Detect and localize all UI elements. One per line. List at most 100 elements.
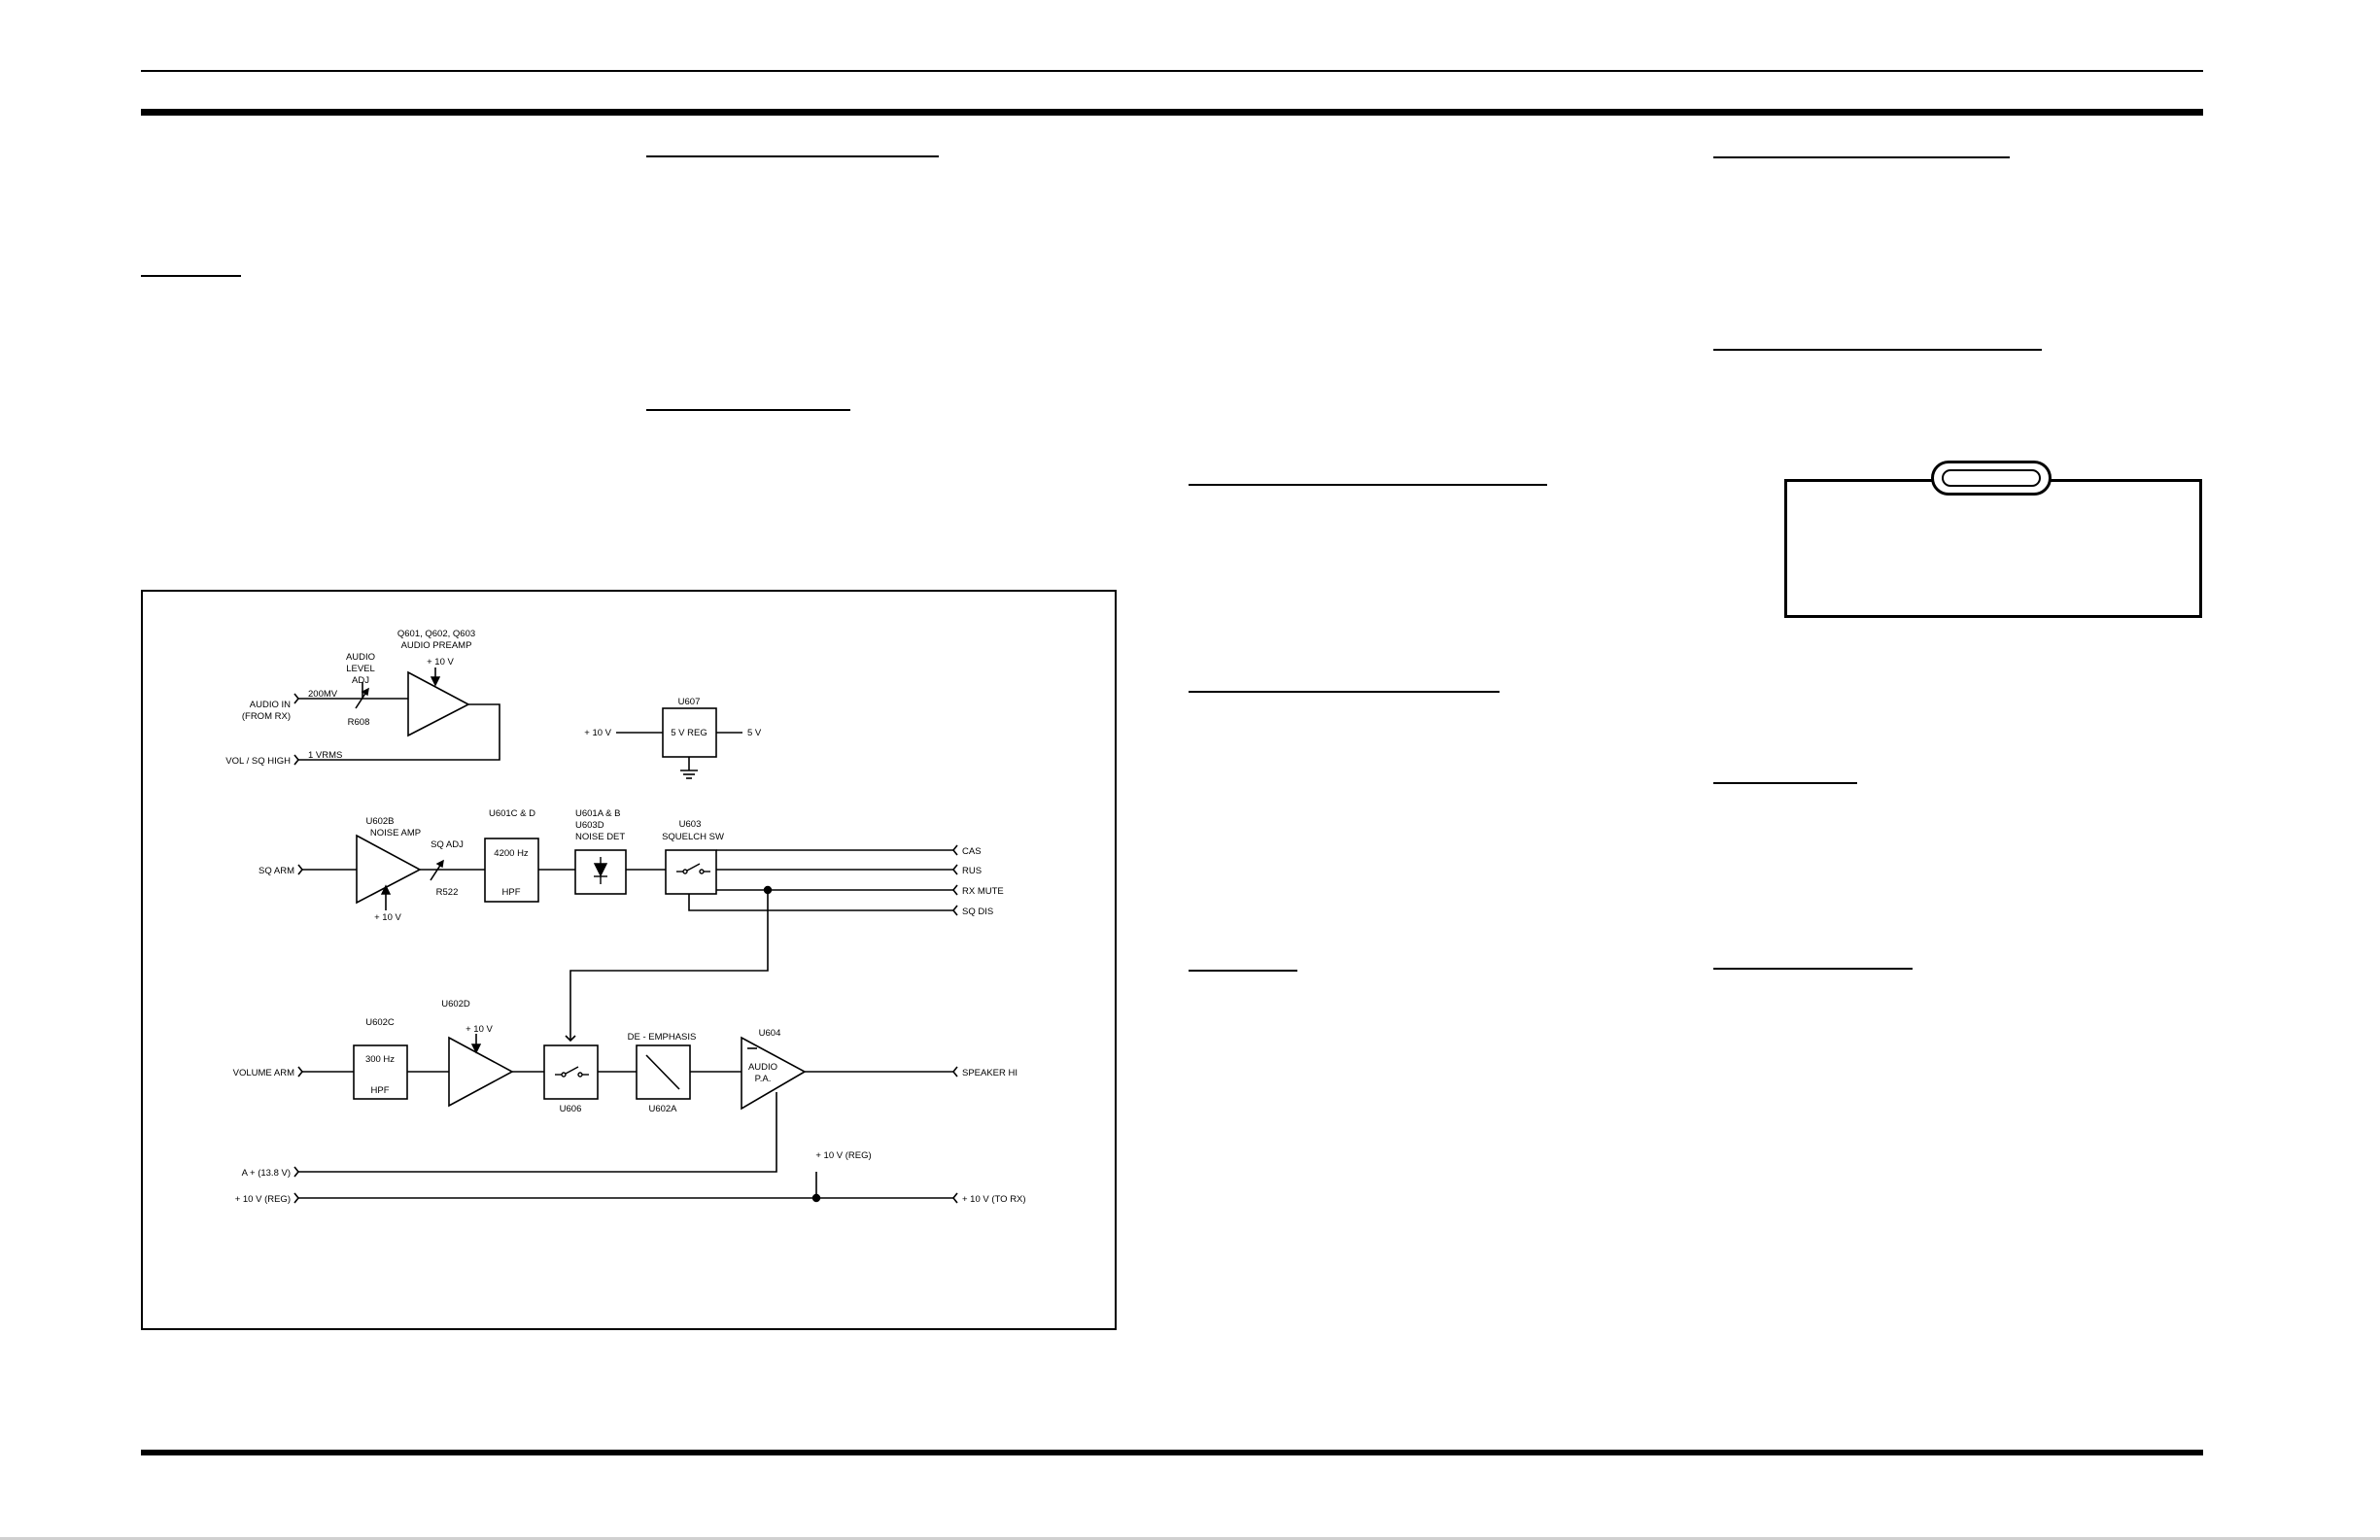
a-plus-arrow xyxy=(293,1166,300,1178)
noise-amp-name: NOISE AMP xyxy=(370,828,421,838)
audio-level-pot-arrowhead xyxy=(361,687,369,697)
hpf300-line1: 300 Hz xyxy=(365,1054,395,1065)
audio-in-arrow xyxy=(293,693,300,704)
heading-underline-col4-b xyxy=(1713,349,2042,351)
squelch-switch-contact-b xyxy=(699,869,705,874)
noise-det-diode xyxy=(593,863,608,877)
heading-underline-col3-c xyxy=(1189,970,1297,972)
preamp-feedback-wire xyxy=(298,703,500,761)
mute-control-arrow xyxy=(565,1035,576,1043)
rx-mute-arrow xyxy=(951,884,958,896)
buffer-ref: U602D xyxy=(441,999,470,1010)
mute-switch-ref: U606 xyxy=(560,1104,582,1114)
reg-output-label: 5 V xyxy=(747,728,762,738)
buffer-supply: + 10 V xyxy=(466,1024,493,1035)
squelch-switch-contact-a xyxy=(682,869,688,874)
sq-dis-label: SQ DIS xyxy=(962,907,993,917)
preamp-supply-label: + 10 V xyxy=(427,657,454,667)
mute-switch-contact-a xyxy=(561,1072,567,1078)
audio-level-line3: ADJ xyxy=(352,675,369,686)
vol-sq-high-arrow xyxy=(293,754,300,766)
heading-underline-col3-a xyxy=(1189,484,1547,486)
heading-underline-col1-a xyxy=(141,275,241,277)
audio-pa-line1: AUDIO xyxy=(748,1062,777,1073)
de-emphasis-slope xyxy=(645,1054,680,1090)
rus-label: RUS xyxy=(962,866,982,876)
squelch-sw-name: SQUELCH SW xyxy=(662,832,724,842)
cas-label: CAS xyxy=(962,846,982,857)
vol-sq-high-level: 1 VRMS xyxy=(308,750,342,761)
cas-arrow xyxy=(951,844,958,856)
diagram-canvas: Q601, Q602, Q603 AUDIO PREAMP + 10 V AUD… xyxy=(225,629,1026,1205)
audio-level-line2: LEVEL xyxy=(346,664,375,674)
mute-switch-box xyxy=(543,1044,599,1100)
header-thick-rule xyxy=(141,109,2203,116)
preamp-title-2: AUDIO PREAMP xyxy=(401,640,472,651)
de-emphasis-ref: U602A xyxy=(648,1104,677,1114)
volume-arm-arrow xyxy=(297,1066,304,1078)
audio-in-line2: (FROM RX) xyxy=(242,711,291,722)
footer-thick-rule xyxy=(141,1450,2203,1455)
speaker-arrow xyxy=(951,1066,958,1078)
reg-10v-junction-dot xyxy=(811,1193,821,1203)
sq-dis-arrow xyxy=(951,905,958,916)
buffer-amp-triangle xyxy=(448,1036,514,1108)
squelch-sw-box xyxy=(665,849,717,895)
audio-in-line1: AUDIO IN xyxy=(250,700,291,710)
audio-level-ref: R608 xyxy=(348,717,370,728)
note-callout-box xyxy=(1784,479,2202,618)
noise-det-ref1: U601A & B xyxy=(575,808,620,819)
audio-pa-triangle xyxy=(741,1036,807,1111)
audio-squelch-block-diagram: Q601, Q602, Q603 AUDIO PREAMP + 10 V AUD… xyxy=(141,590,1117,1330)
audio-level-line1: AUDIO xyxy=(346,652,375,663)
noise-det-ref2: U603D xyxy=(575,820,604,831)
heading-underline-col3-b xyxy=(1189,691,1500,693)
hpf4200-ref: U601C & D xyxy=(489,808,535,819)
reg-10v-right-arrow xyxy=(951,1192,958,1204)
audio-pa-line2: P.A. xyxy=(755,1074,772,1084)
heading-underline-col4-a xyxy=(1713,156,2010,158)
heading-underline-col4-d xyxy=(1713,968,1913,970)
buffer-supply-arrowhead xyxy=(470,1044,482,1054)
noise-amp-triangle xyxy=(356,834,422,905)
reg-10v-left-label: + 10 V (REG) xyxy=(235,1194,291,1205)
reg-10v-left-arrow xyxy=(293,1192,300,1204)
sq-adj-label: SQ ADJ xyxy=(431,839,464,850)
reg-input-label: + 10 V xyxy=(584,728,611,738)
preamp-supply-arrowhead xyxy=(430,676,441,687)
rus-arrow xyxy=(951,864,958,875)
reg-10v-tap-label: + 10 V (REG) xyxy=(815,1150,871,1161)
note-callout-tab-inner xyxy=(1942,469,2041,487)
hpf4200-line1: 4200 Hz xyxy=(494,848,529,859)
vol-sq-high-label: VOL / SQ HIGH xyxy=(225,756,291,767)
sq-arm-arrow xyxy=(297,864,304,875)
hpf4200-line2: HPF xyxy=(502,887,521,898)
a-plus-label: A + (13.8 V) xyxy=(242,1168,291,1179)
reg-body: 5 V REG xyxy=(671,728,707,738)
heading-underline-col2-a xyxy=(646,155,939,157)
header-thin-rule xyxy=(141,70,2203,72)
hpf300-line2: HPF xyxy=(371,1085,390,1096)
noise-amp-supply-arrowhead xyxy=(380,884,392,895)
mute-switch-contact-b xyxy=(577,1072,583,1078)
bottom-edge-rule xyxy=(0,1537,2380,1540)
volume-arm-label: VOLUME ARM xyxy=(233,1068,294,1078)
audio-pa-ref: U604 xyxy=(759,1028,781,1039)
sq-dis-wire xyxy=(688,894,953,911)
mute-switch-blade xyxy=(565,1066,579,1075)
preamp-triangle xyxy=(407,670,470,737)
squelch-switch-blade xyxy=(686,863,701,872)
de-emphasis-label: DE - EMPHASIS xyxy=(628,1032,697,1043)
reg-ref: U607 xyxy=(678,697,701,707)
noise-amp-supply: + 10 V xyxy=(374,912,401,923)
rx-mute-label: RX MUTE xyxy=(962,886,1004,897)
hpf300-ref: U602C xyxy=(365,1017,395,1028)
heading-underline-col2-b xyxy=(646,409,850,411)
audio-in-level: 200MV xyxy=(308,689,338,700)
note-callout-tab xyxy=(1931,461,2052,496)
a-plus-wire xyxy=(298,1092,777,1173)
reg-10v-right-label: + 10 V (TO RX) xyxy=(962,1194,1026,1205)
mute-control-wire xyxy=(569,890,769,1041)
speaker-label: SPEAKER HI xyxy=(962,1068,1018,1078)
preamp-title-1: Q601, Q602, Q603 xyxy=(397,629,475,639)
